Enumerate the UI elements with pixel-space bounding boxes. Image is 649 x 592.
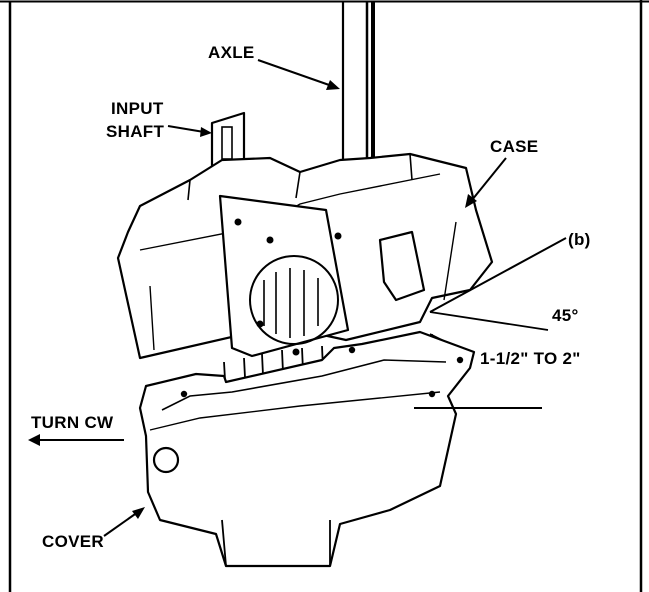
- label-gap: 1-1/2" TO 2": [480, 349, 581, 368]
- label-case: CASE: [490, 137, 538, 156]
- turn-cw-arrowhead: [28, 434, 40, 446]
- label-axle: AXLE: [208, 43, 255, 62]
- axle-arrowhead: [326, 80, 340, 90]
- case: [116, 152, 494, 360]
- label-cover: COVER: [42, 532, 104, 551]
- label-input-shaft-line1: INPUT: [111, 99, 164, 118]
- label-input-shaft-line2: SHAFT: [106, 122, 164, 141]
- case-arrowhead: [465, 194, 477, 208]
- label-turn-cw: TURN CW: [31, 413, 114, 432]
- label-detail-b: (b): [568, 230, 591, 249]
- cover-arrowhead: [132, 507, 145, 519]
- cover: [138, 330, 476, 568]
- label-angle: 45°: [552, 306, 579, 325]
- input-shaft-arrowhead: [200, 127, 212, 137]
- leader-lines: [28, 59, 567, 537]
